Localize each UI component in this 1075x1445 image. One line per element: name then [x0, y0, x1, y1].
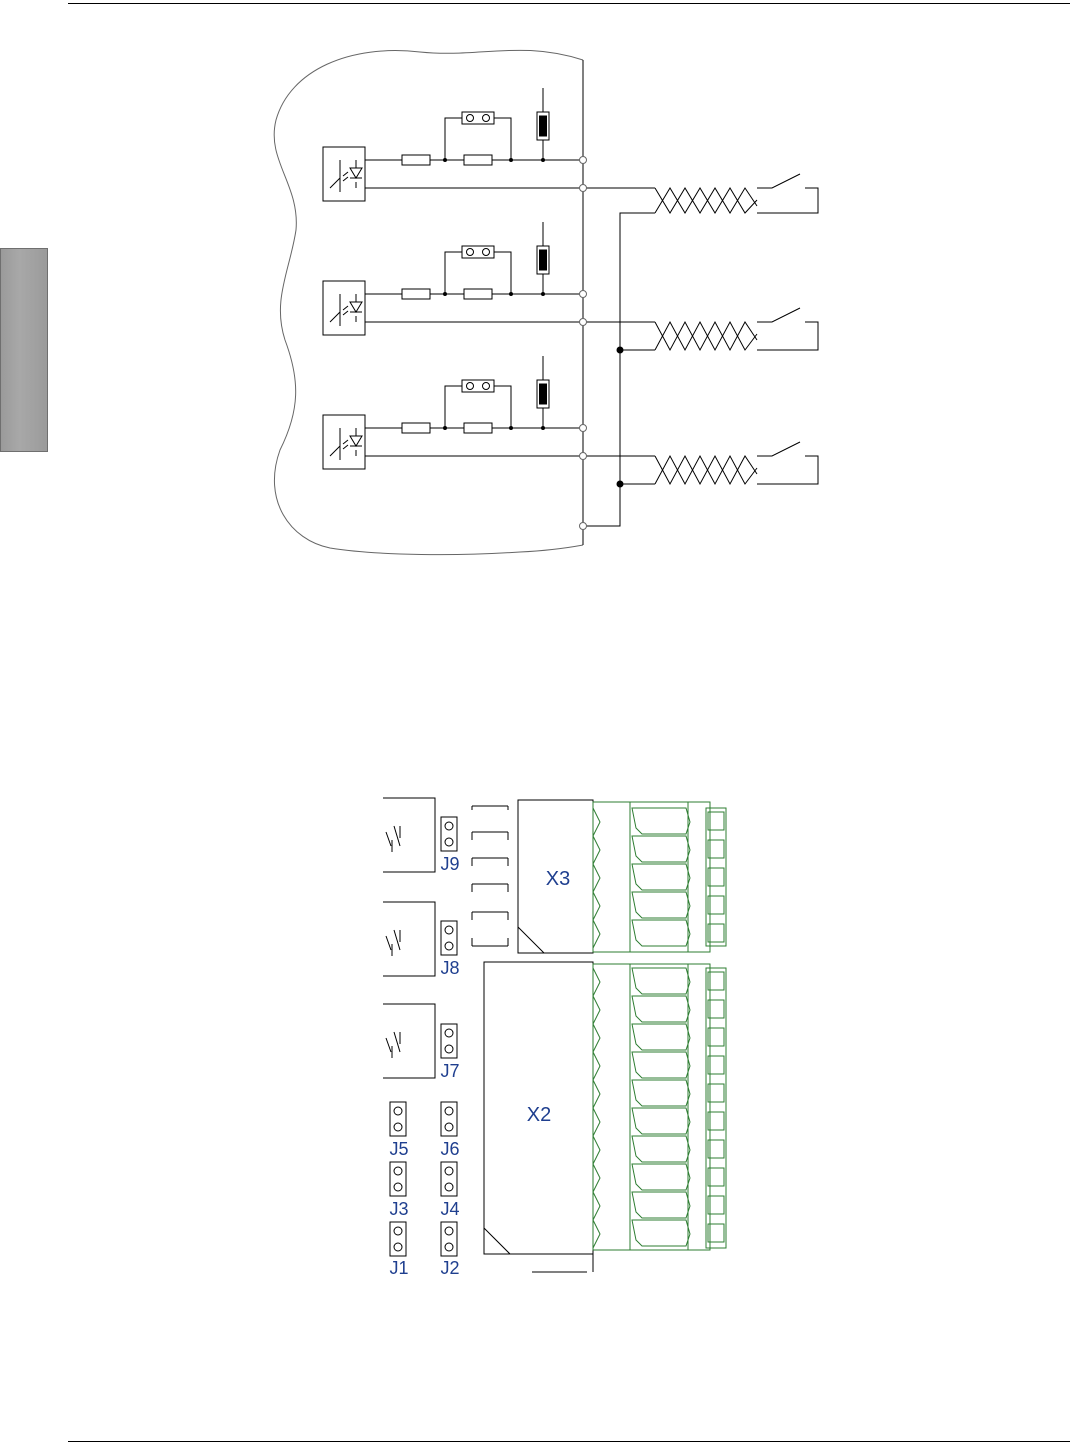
jumper-j4-label: J4 — [440, 1199, 459, 1219]
input-schematic — [274, 50, 655, 554]
common-terminal — [580, 523, 587, 530]
jumper-j2-label: J2 — [440, 1258, 459, 1278]
jumper-j5-label: J5 — [389, 1139, 408, 1159]
jumper-j1-label: J1 — [389, 1258, 408, 1278]
input-channel-1 — [323, 88, 818, 213]
terminal-block-x2 — [593, 964, 726, 1250]
jumper-j8-label: J8 — [440, 958, 459, 978]
input-channel-2 — [323, 222, 818, 354]
relay-1 — [383, 798, 435, 872]
jumper-j9-label: J9 — [440, 854, 459, 874]
relay-3 — [383, 1004, 435, 1078]
connector-x3-label: X3 — [546, 868, 570, 890]
jumper-j7-label: J7 — [440, 1061, 459, 1081]
jumper-j3-label: J3 — [389, 1199, 408, 1219]
input-channel-3 — [323, 356, 818, 488]
relay-2 — [383, 902, 435, 976]
terminal-block-x3 — [593, 802, 726, 952]
jumper-j6-label: J6 — [440, 1139, 459, 1159]
fuse-holders — [472, 806, 508, 946]
connector-x2-label: X2 — [527, 1104, 551, 1126]
